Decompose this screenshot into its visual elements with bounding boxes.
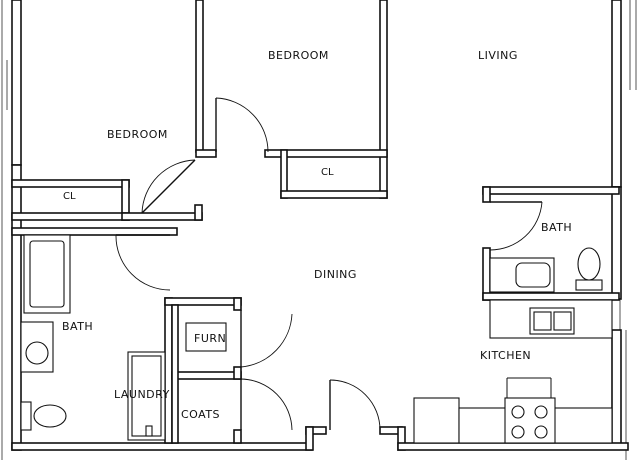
- kitchen-range: [504, 397, 556, 444]
- label-bedroom-right: BEDROOM: [268, 49, 329, 62]
- label-closet-left: CL: [63, 191, 76, 202]
- kitchen-overhang: [506, 377, 552, 398]
- exterior-walls: [11, 0, 629, 451]
- bathtub: [23, 234, 71, 314]
- label-bath-right: BATH: [541, 221, 572, 234]
- label-living: LIVING: [478, 49, 518, 62]
- label-coats: COATS: [181, 408, 220, 421]
- doors: [115, 97, 543, 431]
- door-bedroom-left: [141, 159, 196, 214]
- furnace-unit: [185, 322, 227, 352]
- interior-walls: [11, 0, 620, 444]
- toilet-right: [575, 247, 603, 291]
- label-furnace: FURN: [194, 332, 226, 345]
- kitchen-sink-counter: [489, 299, 613, 339]
- vanity-right: [489, 257, 555, 293]
- room-labels: BEDROOM LIVING BEDROOM CL CL BATH DINING…: [62, 49, 572, 421]
- label-kitchen: KITCHEN: [480, 349, 531, 362]
- laundry-machine: [127, 351, 166, 441]
- label-dining: DINING: [314, 268, 357, 281]
- vanity-left: [20, 321, 54, 373]
- label-bedroom-left: BEDROOM: [107, 128, 168, 141]
- fixtures: [20, 234, 613, 444]
- label-bath-left: BATH: [62, 320, 93, 333]
- label-closet-right: CL: [321, 167, 334, 178]
- label-laundry: LAUNDRY: [114, 388, 170, 401]
- toilet-left: [20, 401, 67, 431]
